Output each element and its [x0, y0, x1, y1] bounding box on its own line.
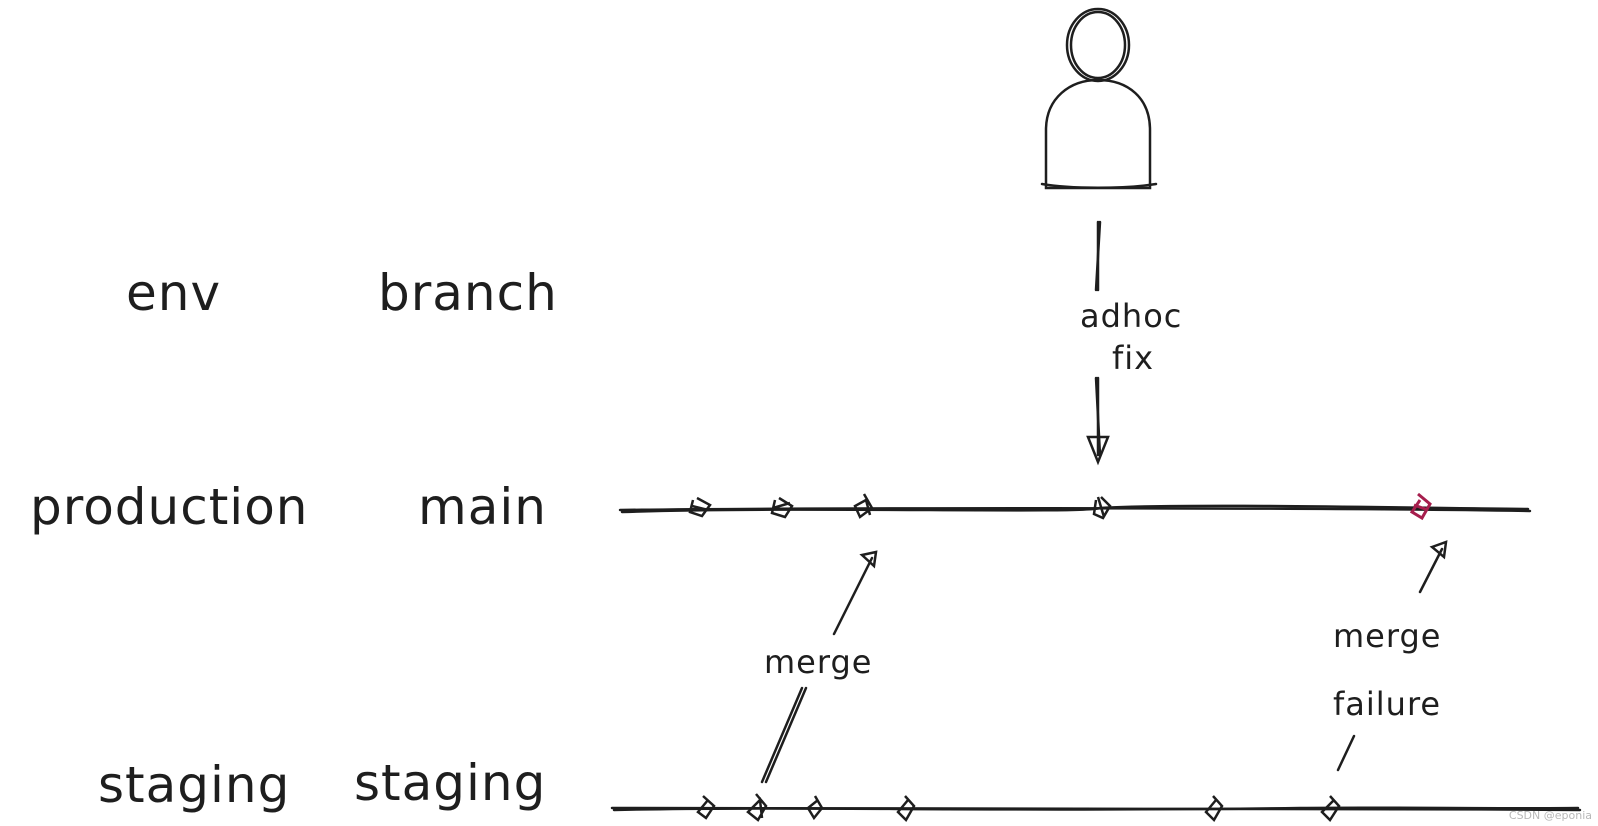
commit-icon — [853, 493, 874, 519]
commit-icon — [1320, 795, 1341, 822]
watermark: CSDN @eponia — [1508, 809, 1592, 822]
main-branch-line — [618, 504, 1532, 514]
label-fix: fix — [1112, 339, 1155, 377]
commit-icon — [806, 795, 824, 821]
commit-icon — [746, 793, 768, 822]
merge-failure-arrow — [1336, 540, 1448, 772]
branch-staging: staging — [354, 754, 547, 812]
commit-icon — [688, 496, 712, 518]
label-adhoc: adhoc — [1080, 297, 1183, 335]
label-merge-failure-2: failure — [1333, 685, 1442, 723]
label-merge: merge — [764, 643, 873, 681]
commit-icon — [1204, 795, 1224, 823]
commit-icon — [1092, 496, 1112, 520]
commit-icon — [896, 795, 916, 823]
person-icon — [1040, 7, 1158, 190]
commit-icon — [696, 795, 716, 820]
commit-icon — [770, 496, 794, 519]
label-merge-failure-1: merge — [1333, 617, 1442, 655]
header-branch: branch — [378, 264, 558, 322]
staging-branch-line — [610, 806, 1582, 812]
adhoc-fix-arrow — [1086, 220, 1110, 466]
staging-commits — [696, 793, 1341, 823]
merge-arrow — [760, 550, 878, 784]
commit-icon — [1409, 492, 1432, 521]
branch-main: main — [418, 478, 547, 536]
main-commits — [688, 492, 1432, 521]
env-staging: staging — [98, 756, 291, 814]
header-env: env — [126, 264, 222, 322]
env-production: production — [30, 478, 309, 536]
